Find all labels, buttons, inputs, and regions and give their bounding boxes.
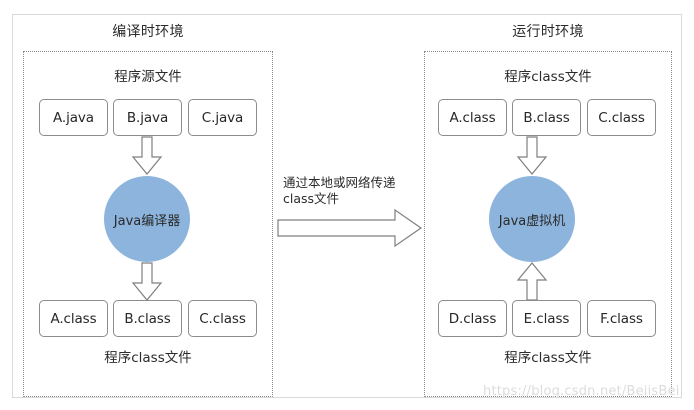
transfer-label-line1: 通过本地或网络传递 — [283, 175, 396, 190]
arrow-right-transfer — [277, 208, 423, 248]
arrow-down-class-to-jvm — [516, 136, 548, 175]
arrow-up-class-to-jvm — [516, 262, 548, 301]
java-compiler-node: Java编译器 — [104, 176, 190, 262]
right-class-files-top-label: 程序class文件 — [504, 69, 592, 85]
compile-time-environment-title: 编译时环境 — [112, 24, 184, 40]
left-class-files-label: 程序class文件 — [104, 350, 192, 366]
file-box-b-class-right: B.class — [512, 99, 581, 136]
runtime-environment-title: 运行时环境 — [512, 24, 584, 40]
right-class-files-bottom-label: 程序class文件 — [504, 350, 592, 366]
file-box-c-class-left: C.class — [188, 300, 257, 337]
file-box-d-class: D.class — [438, 300, 507, 337]
file-box-e-class: E.class — [512, 300, 581, 337]
java-virtual-machine-label: Java虚拟机 — [498, 213, 566, 229]
file-box-a-class-left: A.class — [39, 300, 108, 337]
file-box-c-java: C.java — [188, 99, 257, 136]
file-box-a-class-right: A.class — [438, 99, 507, 136]
transfer-label: 通过本地或网络传递 class文件 — [283, 175, 423, 207]
arrow-down-compiler-to-class — [131, 262, 163, 301]
compile-time-environment-panel — [23, 51, 273, 397]
java-compiler-label: Java编译器 — [113, 213, 181, 229]
java-virtual-machine-node: Java虚拟机 — [489, 176, 575, 262]
file-box-f-class: F.class — [587, 300, 656, 337]
transfer-label-line2: class文件 — [283, 191, 340, 206]
file-box-b-class-left: B.class — [113, 300, 182, 337]
file-box-c-class-right: C.class — [587, 99, 656, 136]
watermark: https://blog.csdn.net/BeiisBei — [483, 384, 680, 399]
file-box-b-java: B.java — [113, 99, 182, 136]
runtime-environment-panel — [424, 51, 672, 397]
file-box-a-java: A.java — [39, 99, 108, 136]
arrow-down-source-to-compiler — [131, 136, 163, 175]
left-source-files-label: 程序源文件 — [114, 69, 182, 85]
